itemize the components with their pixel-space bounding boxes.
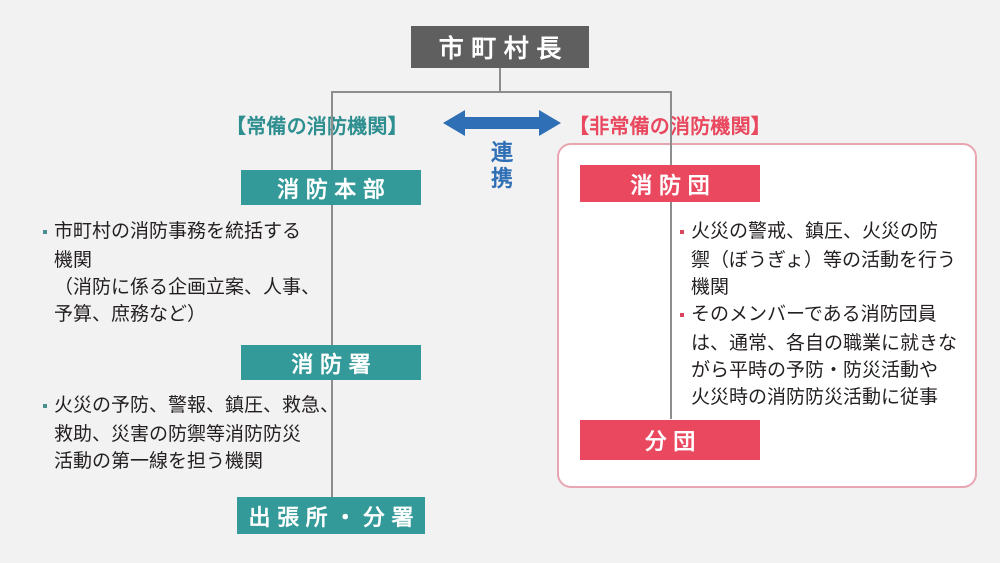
note-line: 火災の警戒、鎮圧、火災の防 bbox=[679, 219, 979, 246]
note-line: 機関 bbox=[54, 249, 93, 271]
mayor-box-label: 市町村長 bbox=[438, 35, 569, 63]
note-line: 活動の第一線を担う機関 bbox=[54, 450, 264, 472]
renkei-label-char1: 連 bbox=[490, 140, 513, 165]
fire-station-label: 消防署 bbox=[291, 351, 378, 377]
connector-trunk-vertical bbox=[499, 68, 501, 92]
connector-left-drop bbox=[331, 91, 333, 111]
sub-brigade-label: 分団 bbox=[644, 429, 702, 454]
right-group-label: 【非常備の消防機関】 bbox=[569, 110, 771, 139]
note-line: 機関 bbox=[691, 276, 730, 298]
fire-brigade-notes: 火災の警戒、鎮圧、火災の防 禦（ぼうぎょ）等の活動を行う 機関 そのメンバーであ… bbox=[679, 219, 979, 412]
double-horizontal-arrow-icon bbox=[443, 108, 561, 143]
note-line: 禦（ぼうぎょ）等の活動を行う bbox=[691, 249, 957, 271]
connector-right-drop bbox=[670, 91, 672, 111]
note-line: 予算、庶務など） bbox=[54, 303, 207, 325]
note-line: 救助、災害の防禦等消防防災 bbox=[54, 423, 302, 445]
left-spine-3 bbox=[331, 380, 333, 498]
note-line: （消防に係る企画立案、人事、 bbox=[54, 276, 321, 298]
note-line: 火災時の消防防災活動に従事 bbox=[691, 386, 939, 408]
note-line: がら平時の予防・防災活動や bbox=[691, 359, 939, 381]
branch-office-box: 出張所・分署 bbox=[237, 497, 425, 534]
left-spine-1 bbox=[331, 110, 333, 172]
fire-headquarters-notes: 市町村の消防事務を統括する 機関 （消防に係る企画立案、人事、 予算、庶務など） bbox=[42, 219, 342, 329]
renkei-label: 連 携 bbox=[487, 140, 517, 192]
note-line: そのメンバーである消防団員 bbox=[679, 302, 979, 329]
fire-station-notes: 火災の予防、警報、鎮圧、救急、 救助、災害の防禦等消防防災 活動の第一線を担う機… bbox=[42, 393, 342, 476]
renkei-label-char2: 携 bbox=[490, 165, 513, 191]
right-spine-1 bbox=[670, 110, 672, 165]
note-line: 市町村の消防事務を統括する bbox=[42, 219, 342, 246]
fire-headquarters-box: 消防本部 bbox=[241, 170, 421, 205]
fire-headquarters-label: 消防本部 bbox=[277, 176, 392, 202]
sub-brigade-box: 分団 bbox=[580, 420, 760, 460]
connector-horizontal bbox=[331, 91, 672, 93]
mayor-box: 市町村長 bbox=[411, 26, 589, 68]
fire-station-box: 消防署 bbox=[241, 345, 421, 380]
left-group-label: 【常備の消防機関】 bbox=[226, 116, 408, 138]
fire-brigade-box: 消防団 bbox=[580, 165, 760, 202]
left-spine-2 bbox=[331, 204, 333, 346]
fire-brigade-label: 消防団 bbox=[630, 172, 717, 198]
note-line: は、通常、各自の職業に就きな bbox=[691, 332, 958, 354]
right-spine-2 bbox=[670, 201, 672, 419]
note-line: 火災の予防、警報、鎮圧、救急、 bbox=[42, 393, 342, 420]
branch-office-label: 出張所・分署 bbox=[248, 504, 421, 530]
